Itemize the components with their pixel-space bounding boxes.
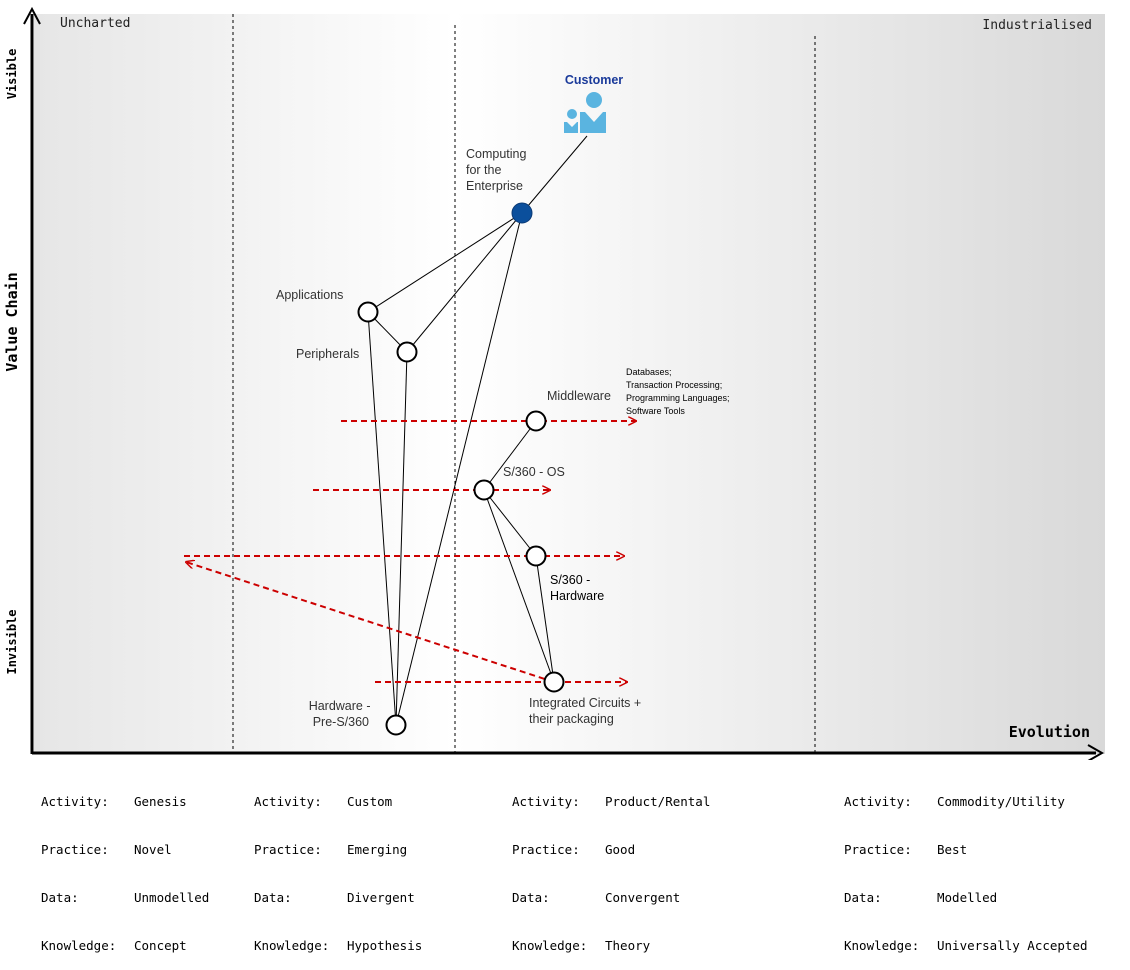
link-peripherals-hardware	[395, 351, 408, 726]
link-middleware-os	[483, 420, 537, 491]
background-industrialised	[455, 14, 1105, 754]
wardley-map: Uncharted Industrialised Visible Value C…	[3, 6, 1105, 760]
knowledge-value: Universally Accepted	[937, 938, 1088, 953]
practice-value: Good	[605, 842, 636, 857]
label-applications: Applications	[276, 288, 343, 302]
link-customer-computing	[521, 135, 588, 214]
practice-value: Emerging	[347, 842, 408, 857]
label-s360-os: S/360 - OS	[503, 465, 565, 479]
data-value: Modelled	[937, 890, 998, 905]
node-peripherals[interactable]	[396, 341, 418, 363]
label-middleware-note: Databases; Transaction Processing; Progr…	[626, 367, 732, 416]
data-key: Data:	[254, 890, 292, 905]
node-s360-hardware[interactable]	[525, 545, 547, 567]
knowledge-key: Knowledge:	[41, 938, 117, 953]
link-os-hardware	[483, 489, 537, 557]
stage-label-industrialised: Industrialised	[982, 18, 1092, 33]
knowledge-value: Concept	[134, 938, 187, 953]
practice-key: Practice:	[41, 842, 109, 857]
link-computing-hardware	[395, 212, 523, 726]
activity-value: Product/Rental	[605, 794, 711, 809]
knowledge-key: Knowledge:	[844, 938, 920, 953]
y-axis-arrowhead	[23, 6, 41, 25]
y-axis-top-label: Visible	[5, 49, 19, 100]
knowledge-key: Knowledge:	[512, 938, 588, 953]
data-value: Unmodelled	[134, 890, 210, 905]
node-computing[interactable]	[511, 202, 533, 224]
customer-icon[interactable]	[564, 92, 606, 133]
stage-product-info: Activity: Product/Rental Practice: Good Da…	[512, 762, 710, 970]
data-key: Data:	[512, 890, 550, 905]
knowledge-key: Knowledge:	[254, 938, 330, 953]
stage-custom-info: Activity: Custom Practice: Emerging Data: D…	[254, 762, 422, 970]
knowledge-value: Hypothesis	[347, 938, 423, 953]
activity-value: Custom	[347, 794, 393, 809]
label-integrated-circuits: Integrated Circuits + their packaging	[529, 696, 645, 726]
background-uncharted	[34, 14, 455, 754]
customer-label: Customer	[565, 73, 623, 87]
stage-genesis-info: Activity: Genesis Practice: Novel Data: Unm…	[41, 762, 209, 970]
stage-label-uncharted: Uncharted	[60, 16, 130, 31]
knowledge-value: Theory	[605, 938, 651, 953]
node-integrated-circuits[interactable]	[543, 671, 565, 693]
practice-value: Novel	[134, 842, 172, 857]
activity-value: Genesis	[134, 794, 187, 809]
link-hardware-ic	[535, 555, 555, 683]
activity-value: Commodity/Utility	[937, 794, 1065, 809]
practice-key: Practice:	[844, 842, 912, 857]
activity-key: Activity:	[512, 794, 580, 809]
activity-key: Activity:	[41, 794, 109, 809]
label-s360-hardware: S/360 - Hardware	[550, 573, 604, 603]
x-axis-arrowhead	[1087, 744, 1105, 760]
node-applications[interactable]	[357, 301, 379, 323]
stage-commodity-info: Activity: Commodity/Utility Practice: Best…	[844, 762, 1088, 970]
activity-key: Activity:	[844, 794, 912, 809]
x-axis-label: Evolution	[1009, 723, 1090, 741]
evolution-arrow-ic-back	[186, 562, 555, 683]
link-computing-applications	[367, 212, 523, 313]
label-middleware: Middleware	[547, 389, 611, 403]
link-computing-peripherals	[406, 212, 523, 353]
node-middleware[interactable]	[525, 410, 547, 432]
evolution-arrows	[184, 421, 636, 682]
data-key: Data:	[844, 890, 882, 905]
node-hardware-pre-s360[interactable]	[385, 714, 407, 736]
data-value: Convergent	[605, 890, 681, 905]
data-key: Data:	[41, 890, 79, 905]
practice-value: Best	[937, 842, 968, 857]
label-computing: Computing for the Enterprise	[466, 147, 530, 193]
y-axis-label: Value Chain	[3, 272, 21, 371]
node-s360-os[interactable]	[473, 479, 495, 501]
practice-key: Practice:	[512, 842, 580, 857]
label-hardware-pre-s360: Hardware - Pre-S/360	[309, 699, 374, 729]
dependency-links	[367, 135, 588, 726]
y-axis-bottom-label: Invisible	[5, 609, 19, 674]
link-os-ic	[483, 489, 555, 683]
practice-key: Practice:	[254, 842, 322, 857]
data-value: Divergent	[347, 890, 415, 905]
label-peripherals: Peripherals	[296, 347, 359, 361]
link-applications-hardware	[367, 311, 397, 726]
activity-key: Activity:	[254, 794, 322, 809]
